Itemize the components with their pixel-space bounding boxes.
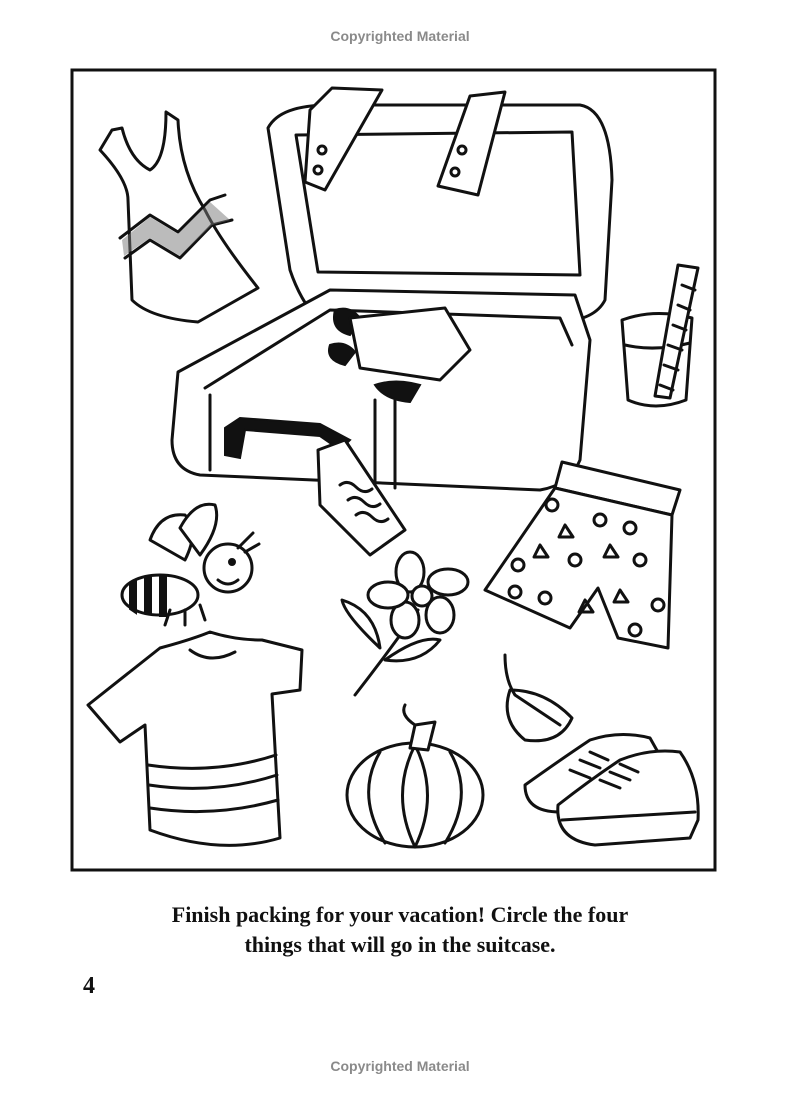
- suitcase-drawing: [170, 86, 614, 492]
- shorts-drawing: [483, 460, 682, 650]
- flower-drawing: [340, 550, 470, 697]
- luggage-tag-drawing: [316, 438, 407, 557]
- glass-with-straw-drawing: [620, 263, 700, 408]
- copyright-header: Copyrighted Material: [330, 28, 470, 44]
- illustration-frame: [70, 68, 717, 872]
- copyright-footer: Copyrighted Material: [330, 1058, 470, 1074]
- sneakers-drawing: [523, 733, 700, 847]
- page-number: 4: [83, 973, 95, 999]
- pumpkin-drawing: [345, 703, 485, 849]
- bee-drawing: [120, 502, 261, 627]
- leaf-drawing: [503, 653, 574, 743]
- instruction-line-1: Finish packing for your vacation! Circle…: [171, 902, 629, 927]
- t-shirt-drawing: [86, 630, 304, 847]
- tank-top-drawing: [98, 110, 260, 324]
- instruction-line-2: things that will go in the suitcase.: [244, 932, 556, 957]
